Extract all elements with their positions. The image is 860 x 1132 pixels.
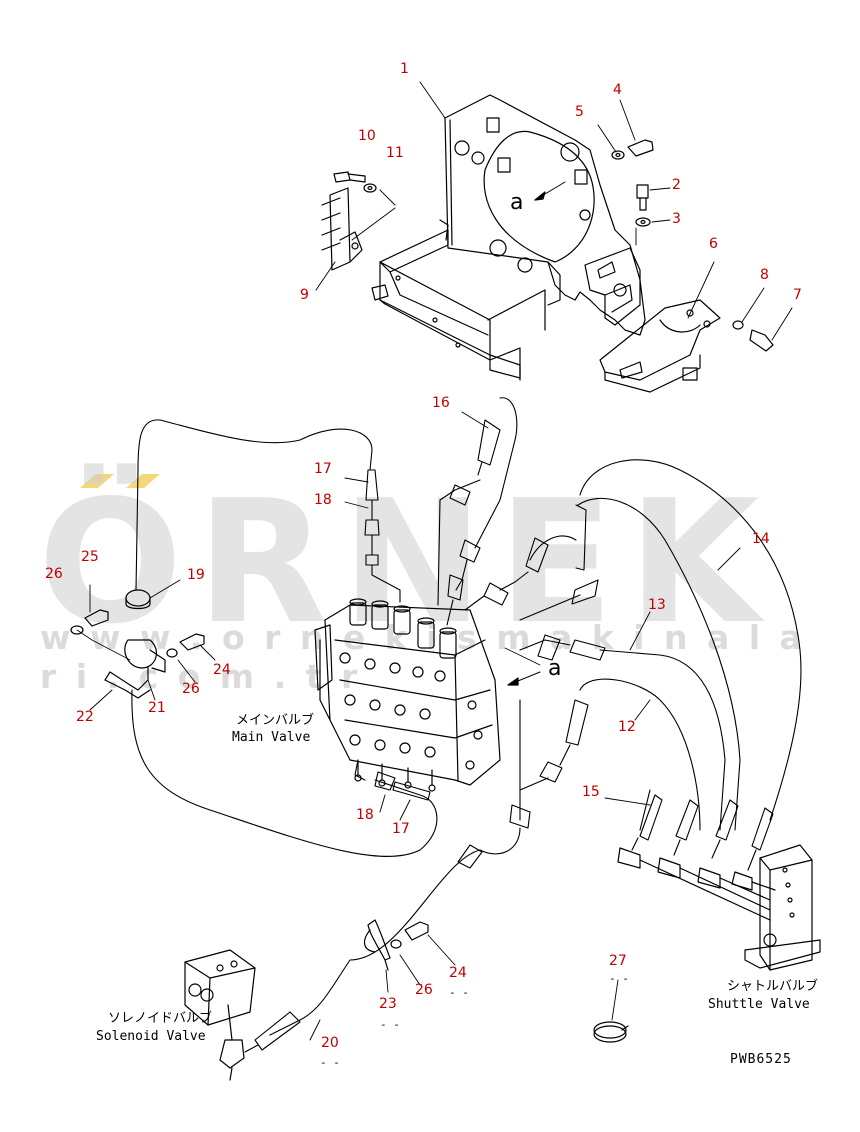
callout-3: 3 [672,211,681,227]
callout-10: 10 [358,128,376,144]
callout-20: 20 [321,1035,339,1051]
band-27 [593,1021,629,1043]
view-mark-a-upper: a [510,190,524,215]
callout-2: 2 [672,177,681,193]
callout-15: 15 [582,784,600,800]
fasteners-upper [333,139,774,352]
callout-19: 19 [187,567,205,583]
callout-22: 22 [76,709,94,725]
callout-25: 25 [81,549,99,565]
callout-18-upper: 18 [314,492,332,508]
callout-26-left: 26 [45,566,63,582]
callout-21: 21 [148,700,166,716]
leaders-upper [315,81,793,341]
dash-23: - - [380,1018,400,1031]
callout-6: 6 [709,236,718,252]
clamp-23 [364,919,429,971]
callout-4: 4 [613,82,622,98]
callout-18-lower: 18 [356,807,374,823]
shuttle-valve [617,844,821,971]
view-mark-a-lower: a [548,656,562,681]
callout-8: 8 [760,267,769,283]
callout-27: 27 [609,953,627,969]
callout-1: 1 [400,61,409,77]
callout-5: 5 [575,104,584,120]
callout-14: 14 [752,531,770,547]
clip-bracket-9 [321,187,363,271]
callout-26-middle: 26 [182,681,200,697]
callout-9: 9 [300,287,309,303]
main-valve [314,598,541,792]
dash-27: - - [609,972,629,985]
dash-24: - - [449,986,469,999]
bracket-assembly [371,94,646,381]
main-valve-caption-en: Main Valve [232,730,311,745]
callout-24-upper: 24 [213,662,231,678]
bracket-6 [599,299,721,393]
callout-17-lower: 17 [392,821,410,837]
hoses [131,397,802,1053]
shuttle-valve-caption-en: Shuttle Valve [708,997,810,1012]
callout-11: 11 [386,145,404,161]
callout-12: 12 [618,719,636,735]
drawing-code: PWB6525 [730,1052,792,1067]
solenoid-valve-caption-en: Solenoid Valve [96,1029,206,1044]
callout-7: 7 [793,287,802,303]
clamp-group [70,589,205,699]
solenoid-valve-caption-jp: ソレノイドバルブ [108,1011,213,1026]
solenoid-valve [184,949,256,1081]
dash-20: - - [320,1056,340,1069]
main-valve-caption-jp: メインバルブ [236,713,315,728]
leaders-lower [89,411,741,1041]
callout-26-bottom: 26 [415,982,433,998]
callout-23: 23 [379,996,397,1012]
callout-16: 16 [432,395,450,411]
shuttle-valve-caption-jp: シャトルバルブ [727,979,819,994]
callout-17-upper: 17 [314,461,332,477]
callout-13: 13 [648,597,666,613]
callout-24-lower: 24 [449,965,467,981]
